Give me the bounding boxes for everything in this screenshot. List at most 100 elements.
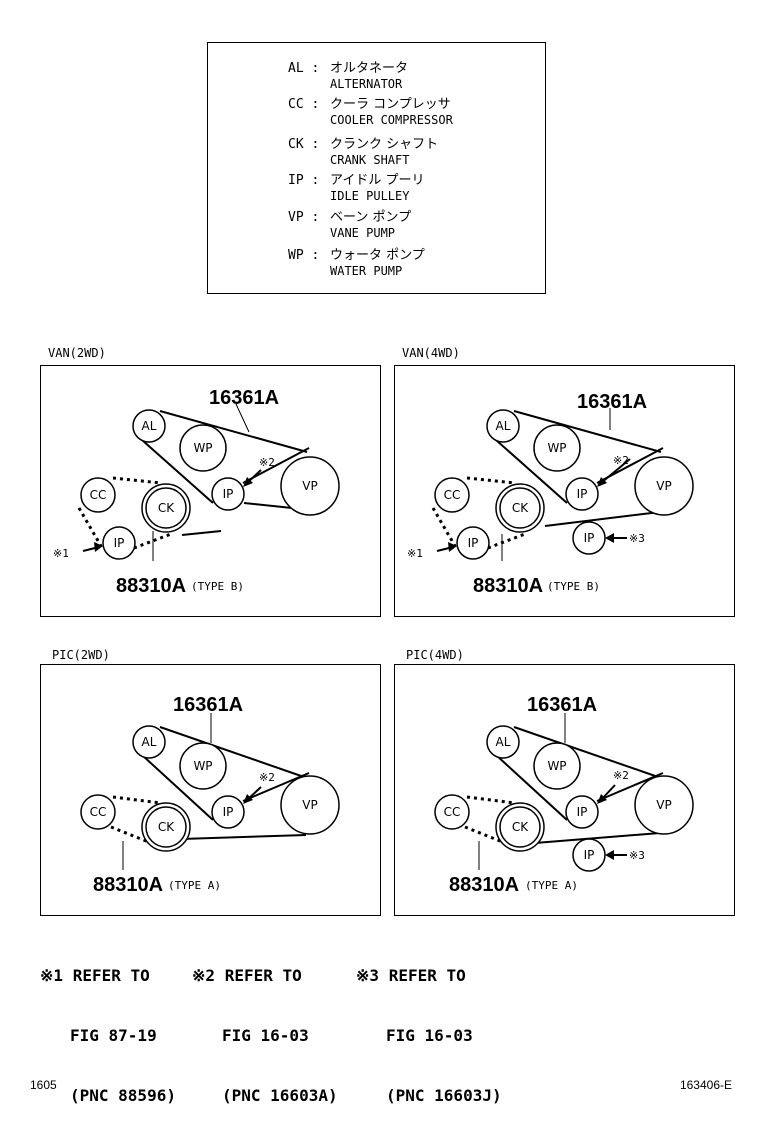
pulley-ip [211,795,245,829]
note-mark: ※1 [40,966,64,985]
legend-japanese: オルタネータ [330,61,409,76]
pulley-cc [434,477,470,513]
note-line: (PNC 16603J) [386,1086,502,1105]
note-line: REFER TO [72,966,150,985]
note-line: REFER TO [224,966,302,985]
pulley-label-ip-lower: IP [114,536,125,550]
part-number-belt-88310a: 88310A [473,575,543,597]
pulley-vp [634,456,694,516]
legend-abbr: IP : [288,173,320,188]
ref-mark-2: ※2 [613,769,629,782]
pulley-label-wp: WP [193,441,212,455]
pulley-label-ck: CK [512,501,529,515]
panel-label-pic-4wd: PIC(4WD) [406,648,464,662]
pulley-label-vp: VP [656,798,671,812]
legend-english: ALTERNATOR [330,77,403,91]
ref-mark-1: ※1 [407,547,423,560]
pulley-ip [211,477,245,511]
pulley-label-ck: CK [158,501,175,515]
part-number-belt-88310a: 88310A [116,575,186,597]
pulley-label-wp: WP [547,441,566,455]
part-number-belt-88310a: 88310A [93,874,163,896]
pulley-ip [565,477,599,511]
pulley-label-cc: CC [90,805,107,819]
legend-abbr: CK : [288,137,320,152]
belt-type: (TYPE A) [168,879,221,892]
pulley-label-vp: VP [302,479,317,493]
legend-japanese: クランク シャフト [330,137,439,152]
note-line: FIG 87-19 [70,1026,157,1045]
note-ref-2: ※2 REFER TO FIG 16-03 (PNC 16603A) [192,926,338,1126]
pulley-label-ip: IP [223,805,234,819]
note-line: (PNC 16603A) [222,1086,338,1105]
note-mark: ※2 [192,966,216,985]
pulley-ip-lower [102,526,136,560]
note-ref-1: ※1 REFER TO FIG 87-19 (PNC 88596) [40,926,176,1126]
legend-box: AL : オルタネータ ALTERNATOR CC : クーラ コンプレッサ C… [207,42,546,294]
pulley-label-ip-4wd: IP [584,848,595,862]
panel-label-van-2wd: VAN(2WD) [48,346,106,360]
part-number-belt-16361a: 16361A [209,387,279,409]
pulley-vp [280,775,340,835]
pulley-label-wp: WP [193,759,212,773]
pulley-label-al: AL [496,419,511,433]
pulley-label-ck: CK [512,820,529,834]
note-line: FIG 16-03 [386,1026,473,1045]
pulley-ip-lower [456,526,490,560]
note-line: (PNC 88596) [70,1086,176,1105]
pulley-ip [565,795,599,829]
legend-abbr: VP : [288,210,320,225]
legend-abbr: WP : [288,248,320,263]
pulley-label-cc: CC [444,488,461,502]
pulley-ck [141,483,191,533]
pulley-wp [533,742,581,790]
pulley-vp [634,775,694,835]
pulley-label-al: AL [142,419,157,433]
pulley-al [486,725,520,759]
ref-mark-3: ※3 [629,532,645,545]
ref-mark-2: ※2 [259,456,275,469]
pulley-label-ck: CK [158,820,175,834]
pulley-ck [495,483,545,533]
diagram-van-4wd: AL WP IP VP CC CK IP IP ※2 ※1 ※3 16361A … [394,365,735,617]
panel-label-van-4wd: VAN(4WD) [402,346,460,360]
pulley-label-ip: IP [577,487,588,501]
pulley-label-al: AL [496,735,511,749]
legend-japanese: ベーン ポンプ [330,210,412,225]
pulley-vp [280,456,340,516]
pulley-label-ip: IP [577,805,588,819]
page-number: 1605 [30,1078,57,1092]
pulley-cc [80,794,116,830]
note-line: FIG 16-03 [222,1026,309,1045]
pulley-ck [495,802,545,852]
pulley-label-wp: WP [547,759,566,773]
legend-japanese: アイドル プーリ [330,173,425,188]
diagram-pic-4wd: AL WP IP VP CC CK IP ※2 ※3 16361A 88310A… [394,664,735,916]
pulley-label-vp: VP [656,479,671,493]
ref-mark-3: ※3 [629,849,645,862]
legend-japanese: クーラ コンプレッサ [330,97,451,112]
legend-english: WATER PUMP [330,264,403,278]
panel-label-pic-2wd: PIC(2WD) [52,648,110,662]
pulley-wp [533,424,581,472]
ref-mark-2: ※2 [259,771,275,784]
pulley-ck [141,802,191,852]
pulley-label-al: AL [142,735,157,749]
belt-type: (TYPE B) [191,580,244,593]
pulley-al [486,409,520,443]
part-number-belt-88310a: 88310A [449,874,519,896]
note-line: REFER TO [388,966,466,985]
legend-english: COOLER COMPRESSOR [330,113,453,127]
note-ref-3: ※3 REFER TO FIG 16-03 (PNC 16603J) [356,926,502,1126]
legend-english: VANE PUMP [330,226,396,240]
pulley-cc [434,794,470,830]
pulley-al [132,409,166,443]
part-number-belt-16361a: 16361A [527,694,597,716]
pulley-al [132,725,166,759]
pulley-label-cc: CC [444,805,461,819]
legend-japanese: ウォータ ポンプ [330,248,425,263]
legend-abbr: CC : [288,97,320,112]
diagram-van-2wd: AL WP IP VP CC CK IP ※2 ※1 16361A 88310A… [40,365,381,617]
part-number-belt-16361a: 16361A [577,391,647,413]
legend-english: CRANK SHAFT [330,153,410,167]
